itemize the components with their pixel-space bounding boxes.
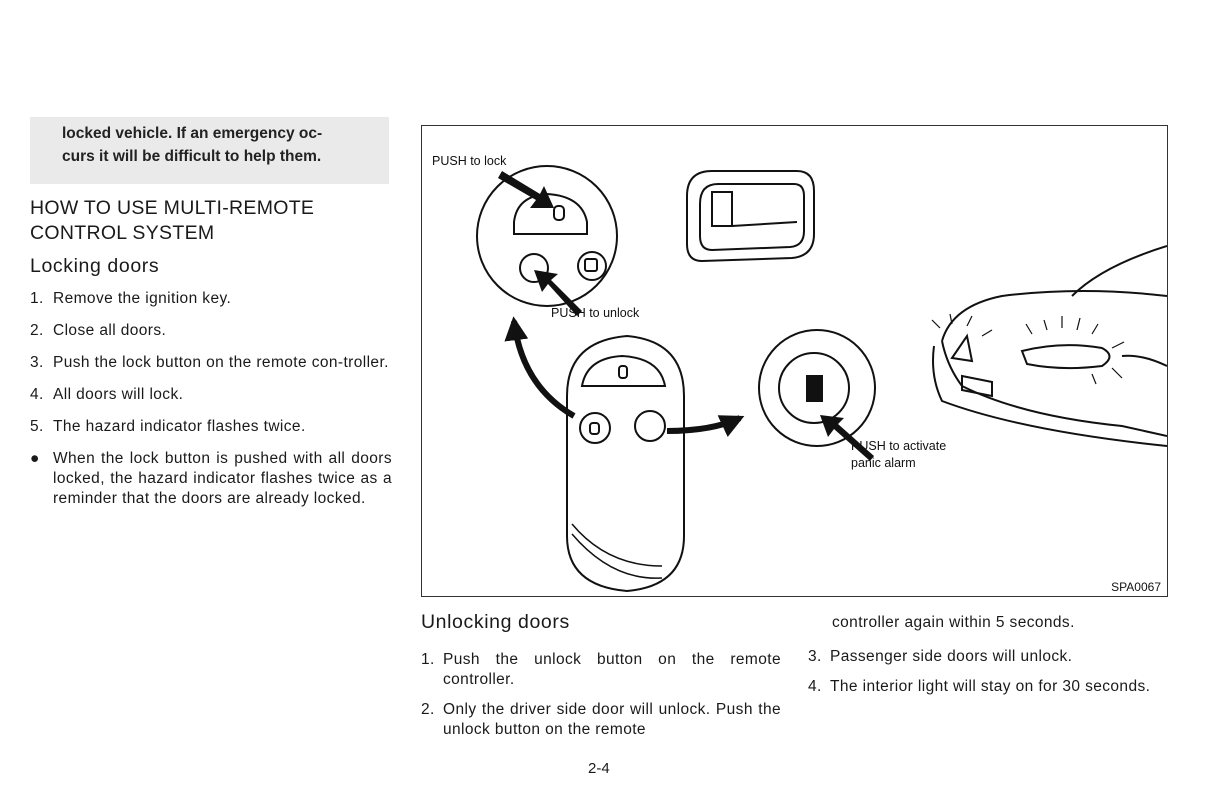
callout-push-to-unlock: PUSH to unlock: [551, 306, 640, 320]
figure-code: SPA0067: [1111, 580, 1161, 594]
list-item: 2. Close all doors.: [30, 321, 392, 341]
list-text: When the lock button is pushed with all …: [53, 450, 392, 507]
list-marker: 2.: [30, 322, 44, 339]
list-marker: 2.: [421, 701, 435, 718]
unlock-button-circle: [519, 253, 549, 283]
section-heading-line-2: CONTROL SYSTEM: [30, 222, 215, 244]
list-text: Push the unlock button on the remote con…: [443, 651, 781, 688]
list-marker: 3.: [808, 648, 822, 665]
warning-line-1: locked vehicle. If an emergency oc-: [62, 125, 323, 142]
push-arrows: [498, 171, 874, 461]
list-item: ● When the lock button is pushed with al…: [30, 449, 392, 509]
list-text: The interior light will stay on for 30 s…: [830, 678, 1151, 695]
list-item: 3. Passenger side doors will unlock.: [808, 647, 1168, 667]
lock-detail-circle: [476, 165, 618, 307]
list-text: Remove the ignition key.: [53, 290, 232, 307]
lock-button-shape: [513, 192, 588, 235]
list-item: 2. Only the driver side door will unlock…: [421, 700, 781, 740]
callout-push-to-lock: PUSH to lock: [432, 154, 507, 168]
section-heading-line-1: HOW TO USE MULTI-REMOTE: [30, 197, 315, 219]
unlocking-steps-list: 1. Push the unlock button on the remote …: [421, 650, 781, 740]
warning-text: locked vehicle. If an emergency oc- curs…: [62, 122, 382, 168]
callout-panic-line-2: panic alarm: [851, 456, 916, 470]
lock-push-arrow: [498, 171, 554, 208]
bullet-marker: ●: [30, 450, 40, 467]
flow-arrows: [504, 316, 745, 437]
warning-box: [30, 117, 389, 184]
list-item: 5. The hazard indicator flashes twice.: [30, 417, 392, 437]
list-item: 4. All doors will lock.: [30, 385, 392, 405]
list-text: The hazard indicator flashes twice.: [53, 418, 306, 435]
panic-push-arrow: [820, 415, 874, 461]
locking-doors-heading: Locking doors: [30, 255, 160, 277]
list-item: 4. The interior light will stay on for 3…: [808, 677, 1168, 697]
list-text: Close all doors.: [53, 322, 167, 339]
list-text: Passenger side doors will unlock.: [830, 648, 1073, 665]
door-handle-icon: [686, 170, 815, 263]
panic-button-circle: [577, 251, 607, 281]
callout-push-to-activate-panic: PUSH to activate panic alarm: [851, 438, 946, 472]
list-text: All doors will lock.: [53, 386, 184, 403]
section-heading: HOW TO USE MULTI-REMOTE CONTROL SYSTEM: [30, 196, 390, 246]
list-marker: 5.: [30, 418, 44, 435]
list-text: Only the driver side door will unlock. P…: [443, 701, 781, 738]
list-marker: 4.: [30, 386, 44, 403]
unlock-push-arrow: [534, 270, 582, 316]
list-item: 3. Push the lock button on the remote co…: [30, 353, 392, 373]
unlocking-steps-list-continued: 3. Passenger side doors will unlock. 4. …: [808, 647, 1168, 697]
callout-panic-line-1: PUSH to activate: [851, 439, 947, 453]
warning-line-2: curs it will be difficult to help them.: [62, 148, 322, 165]
list-item: 1. Push the unlock button on the remote …: [421, 650, 781, 690]
panic-detail-circle: [758, 329, 876, 447]
list-text: Push the lock button on the remote con-t…: [53, 354, 389, 371]
hazard-flash-lines: [931, 313, 1125, 385]
list-marker: 1.: [30, 290, 44, 307]
locking-steps-list: 1. Remove the ignition key. 2. Close all…: [30, 289, 392, 509]
remote-fob: [566, 334, 685, 593]
unlocking-doors-heading: Unlocking doors: [421, 611, 570, 633]
car-front-illustration: [932, 245, 1167, 447]
remote-illustration: [476, 165, 1167, 593]
remote-control-figure: PUSH to lock PUSH to unlock PUSH to acti…: [421, 125, 1168, 597]
page-number: 2-4: [588, 760, 610, 777]
continuation-text: controller again within 5 seconds.: [832, 614, 1075, 631]
list-marker: 4.: [808, 678, 822, 695]
list-marker: 3.: [30, 354, 44, 371]
list-item: 1. Remove the ignition key.: [30, 289, 392, 309]
list-marker: 1.: [421, 651, 435, 668]
